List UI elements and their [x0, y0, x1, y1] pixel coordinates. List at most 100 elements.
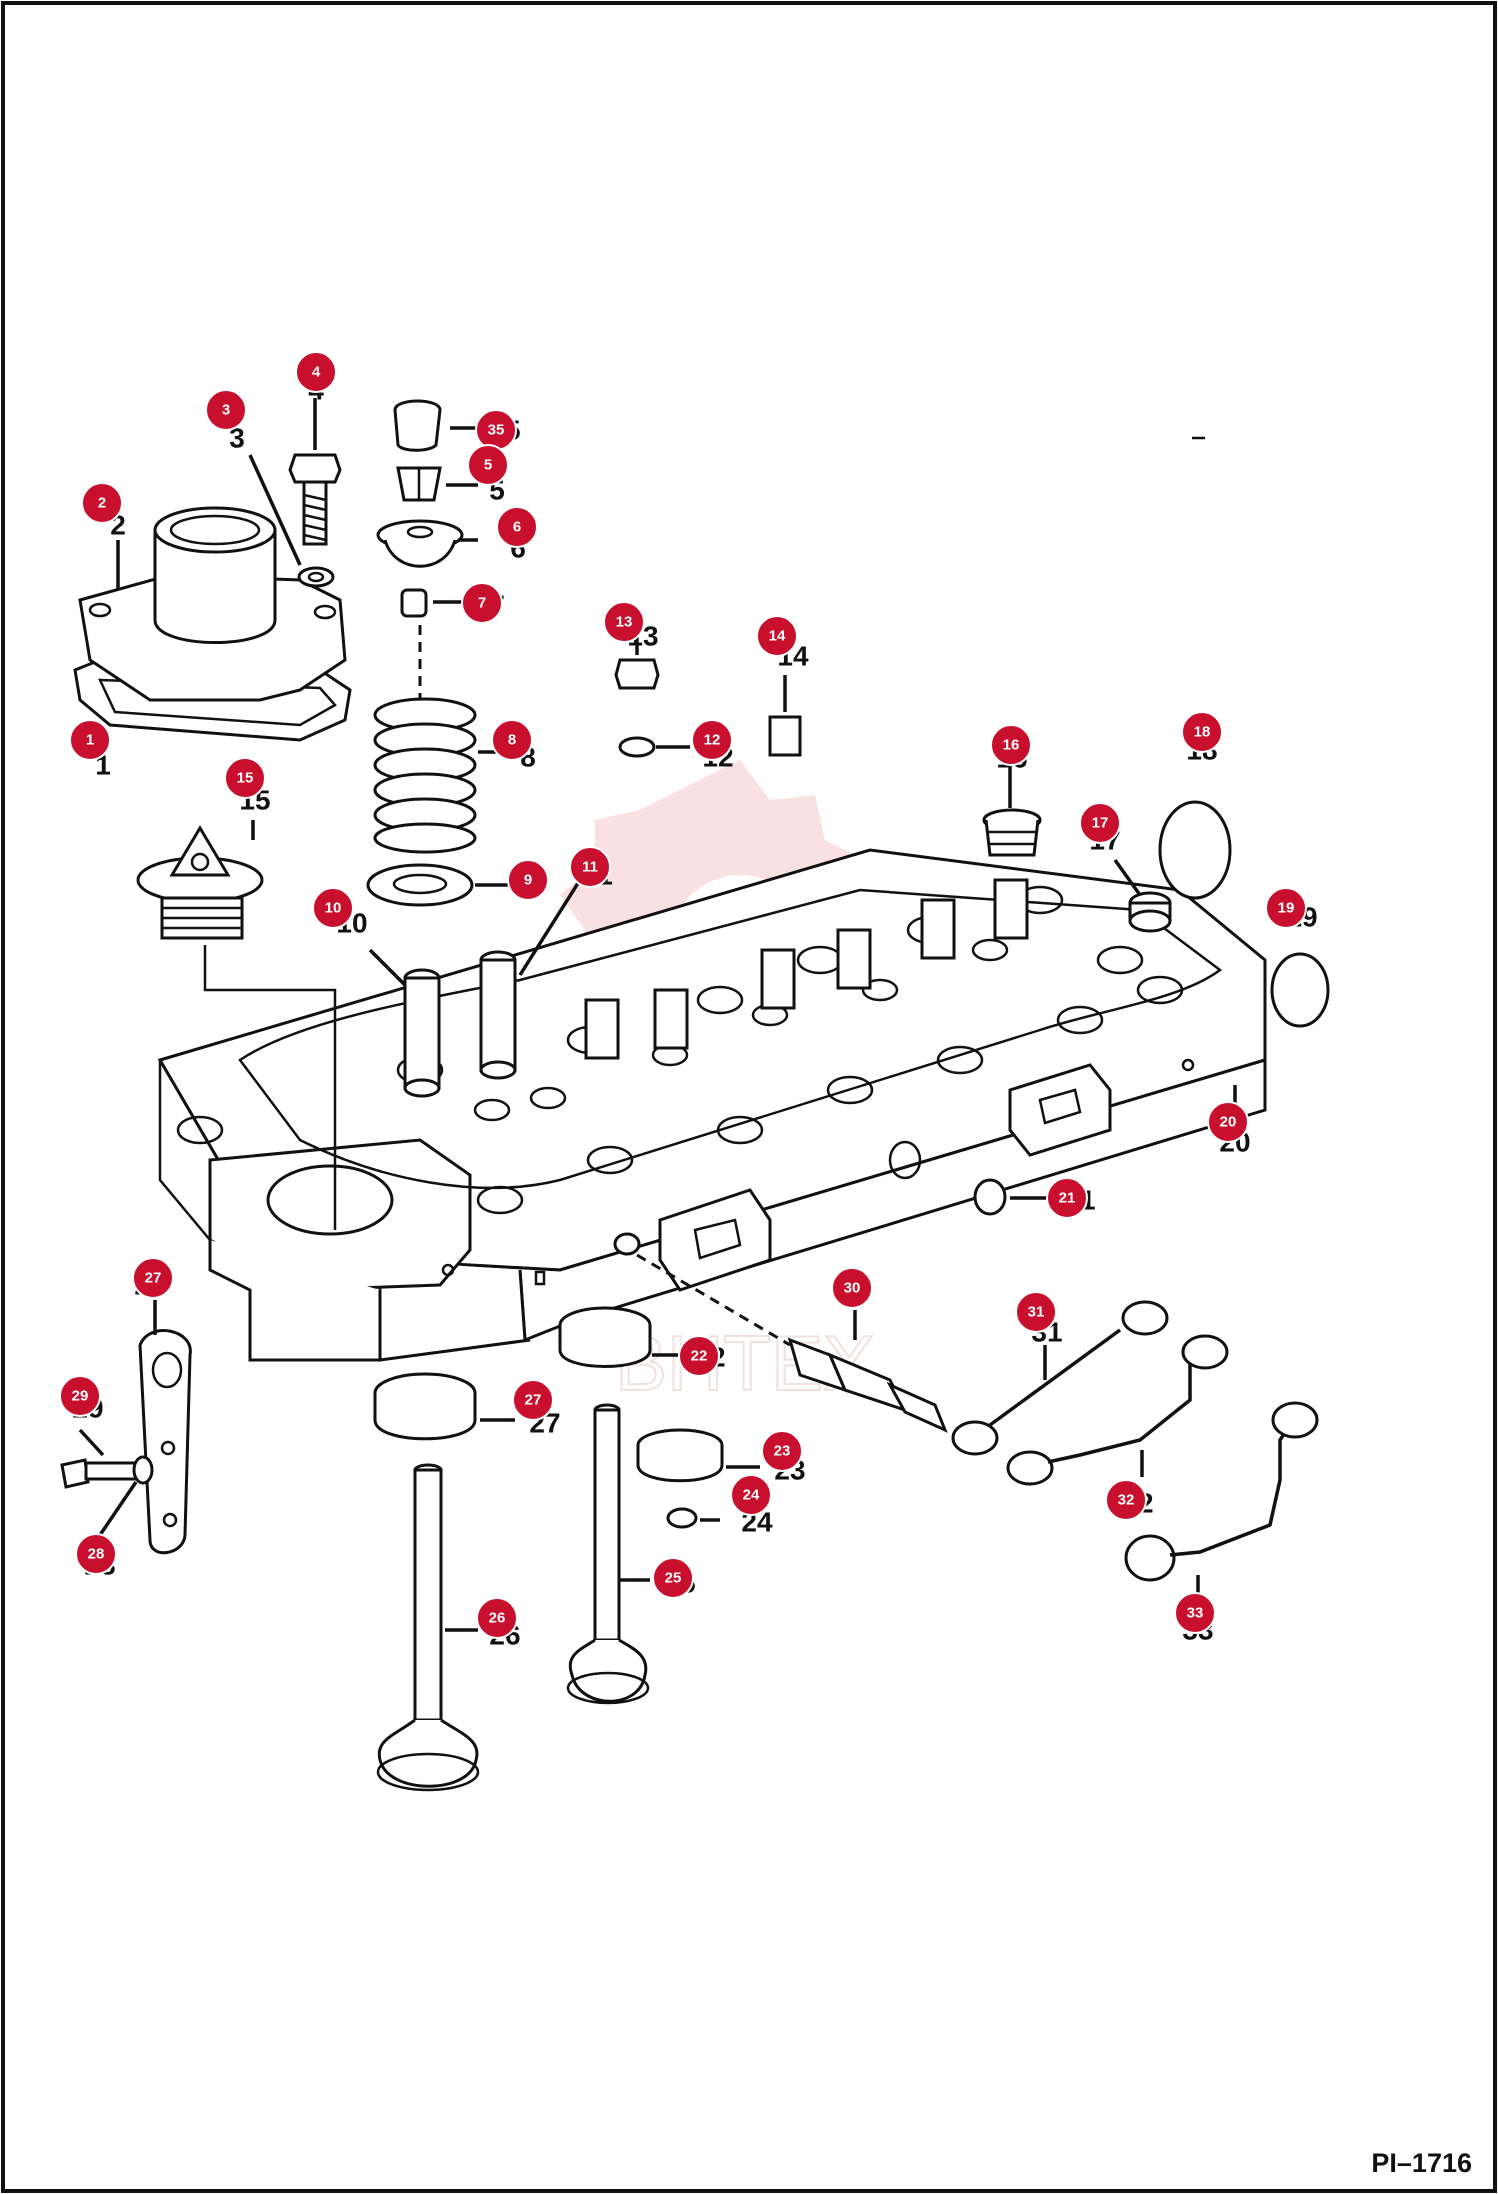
valve-seat-27 [373, 1372, 477, 1441]
svg-text:25: 25 [665, 1570, 682, 1587]
callout-13[interactable]: 13 [603, 601, 645, 643]
callout-25[interactable]: 25 [652, 1557, 694, 1599]
svg-text:24: 24 [743, 1487, 760, 1504]
svg-text:32: 32 [1118, 1492, 1135, 1509]
callout-15[interactable]: 15 [224, 757, 266, 799]
svg-text:5: 5 [484, 457, 492, 474]
svg-text:14: 14 [769, 628, 786, 645]
callout-28[interactable]: 27 [132, 1257, 174, 1299]
svg-text:21: 21 [1059, 1190, 1076, 1207]
callout-19[interactable]: 19 [1265, 887, 1307, 929]
callout-23[interactable]: 23 [761, 1430, 803, 1472]
callout-4[interactable]: 4 [295, 351, 337, 393]
callout-9[interactable]: 9 [507, 859, 549, 901]
svg-text:4: 4 [312, 364, 321, 381]
exhaust-valve-25 [566, 1403, 650, 1705]
plug-21 [973, 1178, 1007, 1216]
callout-17[interactable]: 17 [1079, 802, 1121, 844]
callout-30[interactable]: 29 [59, 1375, 101, 1417]
callout-35[interactable]: 35 [475, 409, 517, 451]
washer-3 [297, 566, 335, 588]
svg-text:16: 16 [1003, 737, 1020, 754]
callout-7[interactable]: 7 [461, 582, 503, 624]
callout-6[interactable]: 6 [496, 506, 538, 548]
callout-20[interactable]: 20 [1207, 1101, 1249, 1143]
callout-33[interactable]: 32 [1105, 1479, 1147, 1521]
svg-text:30: 30 [844, 1280, 861, 1297]
pipe-33 [1006, 1334, 1229, 1486]
temp-sender-31 [613, 1232, 948, 1433]
callout-10[interactable]: 10 [312, 887, 354, 929]
nut-13 [614, 658, 660, 690]
callout-24[interactable]: 24 [730, 1474, 772, 1516]
part-label-3: 3 [229, 423, 245, 454]
core-plug-19 [1270, 952, 1330, 1028]
thermostat-15 [136, 825, 264, 940]
pipe-32 [951, 1300, 1169, 1456]
callout-12[interactable]: 12 [691, 719, 733, 761]
svg-text:23: 23 [774, 1443, 791, 1460]
svg-text:29: 29 [72, 1388, 89, 1405]
valve-seat-22 [558, 1306, 652, 1368]
pipe-34 [1124, 1401, 1319, 1582]
callout-18[interactable]: 18 [1181, 711, 1223, 753]
bolt-30 [60, 1458, 140, 1489]
callout-32[interactable]: 31 [1015, 1291, 1057, 1333]
svg-text:20: 20 [1220, 1114, 1237, 1131]
valve-guide-10 [403, 968, 441, 1098]
callout-11[interactable]: 11 [569, 846, 611, 888]
svg-text:11: 11 [582, 859, 598, 876]
callout-31[interactable]: 30 [831, 1267, 873, 1309]
callout-1[interactable]: 1 [69, 719, 111, 761]
leader-lines [78, 398, 1237, 1632]
plug-17 [1128, 891, 1172, 933]
callout-16[interactable]: 16 [990, 724, 1032, 766]
svg-text:1: 1 [86, 732, 94, 749]
svg-text:28: 28 [88, 1546, 105, 1563]
washer-12 [618, 736, 656, 758]
svg-text:7: 7 [478, 595, 486, 612]
callout-8[interactable]: 8 [491, 719, 533, 761]
callout-27[interactable]: 27 [512, 1379, 554, 1421]
callout-5[interactable]: 5 [467, 444, 509, 486]
svg-text:6: 6 [513, 519, 521, 536]
callout-26[interactable]: 26 [476, 1597, 518, 1639]
spring-retainer-6 [376, 519, 464, 568]
valve-guides [584, 878, 1029, 1060]
svg-text:8: 8 [508, 732, 516, 749]
svg-text:27: 27 [525, 1392, 542, 1409]
cylinder-head-20 [157, 848, 1267, 1362]
stem-seal-7 [400, 588, 428, 618]
valve-guide-11 [479, 950, 517, 1080]
svg-text:10: 10 [325, 900, 342, 917]
o-ring-24 [666, 1507, 698, 1529]
callout-22[interactable]: 22 [678, 1335, 720, 1377]
svg-text:13: 13 [616, 614, 633, 631]
core-plug-18 [1158, 800, 1232, 900]
spring-seat-9 [366, 863, 474, 907]
callout-29[interactable]: 28 [75, 1533, 117, 1575]
svg-text:31: 31 [1028, 1304, 1045, 1321]
svg-text:19: 19 [1278, 900, 1295, 917]
callout-14[interactable]: 14 [756, 615, 798, 657]
callout-3[interactable]: 3 [205, 389, 247, 431]
svg-text:26: 26 [489, 1610, 506, 1627]
svg-text:17: 17 [1092, 815, 1109, 832]
callout-2[interactable]: 2 [81, 482, 123, 524]
callout-21[interactable]: 21 [1046, 1177, 1088, 1219]
seat-insert-23 [636, 1428, 724, 1483]
lifting-bracket-28 [138, 1329, 192, 1555]
svg-text:27: 27 [145, 1270, 162, 1287]
valve-spring-8 [373, 697, 477, 854]
svg-text:2: 2 [98, 495, 106, 512]
valve-cap-35 [393, 399, 442, 452]
callouts: 1 2 3 4 35 5 6 7 8 9 10 11 12 13 14 15 1… [59, 351, 1307, 1639]
intake-valve-26 [376, 1463, 480, 1792]
callout-34[interactable]: 33 [1174, 1592, 1216, 1634]
figure-code: PI–1716 [1371, 2148, 1472, 2178]
bolt-4 [288, 453, 342, 546]
svg-text:15: 15 [237, 770, 254, 787]
plug-16 [982, 808, 1042, 857]
